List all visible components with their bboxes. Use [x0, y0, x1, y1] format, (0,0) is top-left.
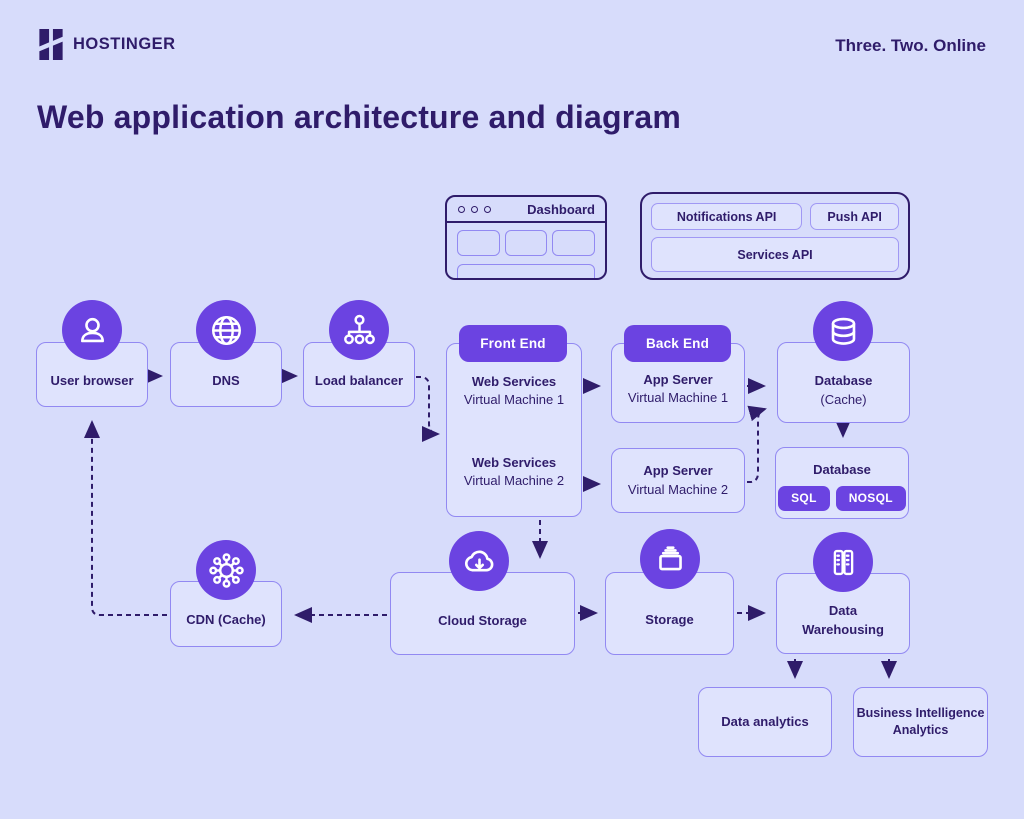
user-icon: [62, 300, 122, 360]
node-label: Business Intelligence: [856, 705, 985, 720]
push-api-box: Push API: [810, 203, 899, 230]
window-dot-icon: [458, 205, 465, 213]
sql-pill: SQL: [778, 485, 830, 511]
node-sublabel: (Cache): [820, 391, 867, 407]
brand-logo: HOSTINGER: [38, 29, 176, 60]
node-label: Data analytics: [721, 713, 809, 729]
node-label: CDN (Cache): [186, 611, 266, 627]
node-label: Web Services: [471, 374, 557, 389]
brand-name: HOSTINGER: [73, 35, 176, 53]
browser-content: [447, 223, 605, 278]
node-app-server-2: App Server Virtual Machine 2: [611, 448, 745, 513]
node-label: Database: [813, 462, 871, 478]
dashboard-wide-tile: [457, 264, 595, 278]
node-label: Warehousing: [802, 621, 884, 637]
node-label: Load balancer: [314, 373, 404, 389]
node-sublabel: Virtual Machine 2: [627, 481, 729, 497]
node-sublabel: Virtual Machine 1: [463, 392, 565, 408]
web-services-vm1: Web Services Virtual Machine 1: [464, 373, 564, 409]
node-label: Cloud Storage: [438, 613, 527, 629]
node-storage: Storage: [605, 572, 734, 655]
tagline: Three. Two. Online: [835, 36, 986, 55]
window-dot-icon: [484, 205, 491, 213]
warehouse-racks-icon: [813, 532, 873, 592]
node-label: Analytics: [892, 723, 949, 737]
front-end-pill: Front End: [459, 325, 567, 362]
node-sublabel: Virtual Machine 1: [627, 390, 729, 405]
arrow-lb-to-webservices: [416, 376, 440, 442]
globe-icon: [196, 300, 256, 360]
arrow-cdn-to-user: [84, 420, 167, 616]
web-services-vm2: Web Services Virtual Machine 2: [464, 454, 564, 490]
node-label: DNS: [212, 373, 240, 389]
page-title: Web application architecture and diagram: [37, 99, 681, 135]
node-data-analytics: Data analytics: [698, 687, 832, 757]
dashboard-browser-window: Dashboard: [445, 195, 607, 280]
node-web-services: Web Services Virtual Machine 1 Web Servi…: [446, 343, 582, 517]
cdn-network-icon: [196, 540, 256, 600]
window-dot-icon: [471, 205, 478, 213]
node-label: Data: [828, 603, 858, 619]
services-api-box: Services API: [651, 237, 899, 272]
node-label: App Server: [643, 371, 713, 387]
cloud-download-icon: [449, 531, 509, 591]
node-database: Database SQL NOSQL: [775, 447, 909, 519]
node-label: Web Services: [471, 454, 557, 470]
notifications-api-box: Notifications API: [651, 203, 803, 230]
arrow-app2-to-dbcache: [747, 405, 767, 483]
api-panel: Notifications API Push API Services API: [640, 192, 910, 280]
hostinger-h-logo-icon: [39, 29, 63, 60]
node-label: Database: [814, 373, 873, 389]
nosql-pill: NOSQL: [835, 485, 906, 511]
back-end-pill: Back End: [624, 325, 731, 362]
dashboard-tile: [457, 230, 500, 256]
node-bi-analytics: Business Intelligence Analytics: [853, 687, 988, 757]
dashboard-tile: [504, 230, 548, 256]
node-label: Storage: [645, 612, 694, 628]
archive-box-icon: [640, 529, 700, 589]
database-icon: [813, 301, 873, 361]
node-label: User browser: [50, 373, 134, 389]
sitemap-icon: [329, 300, 389, 360]
browser-title: Dashboard: [527, 201, 595, 217]
node-sublabel: Virtual Machine 2: [463, 472, 565, 488]
node-label: App Server: [643, 463, 713, 479]
browser-title-bar: Dashboard: [447, 197, 605, 223]
dashboard-tile: [552, 230, 596, 256]
